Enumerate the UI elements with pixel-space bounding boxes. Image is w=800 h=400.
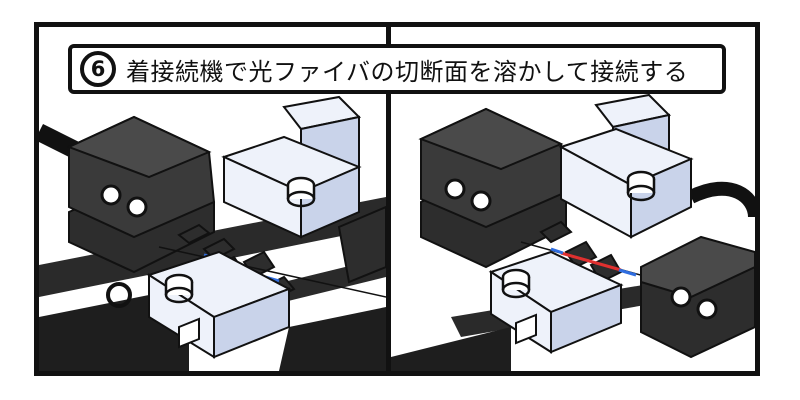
fusion-splicer-lid-icon [558, 93, 694, 239]
fiber-highlight-icon [550, 247, 564, 255]
instruction-text: 着接続機で光ファイバの切断面を溶かして接続する [126, 57, 689, 86]
fusion-splicer-lid-icon [221, 95, 362, 239]
fiber-cable-icon [687, 181, 755, 218]
fiber-holder-icon [640, 235, 755, 359]
fiber-holder-icon [418, 107, 568, 269]
step-number-badge: 6 [80, 51, 116, 87]
fiber-holder-icon [66, 115, 216, 274]
fusion-splicer-lid-icon [146, 250, 292, 359]
base-block-icon [391, 327, 511, 371]
panel-during-fusion [391, 27, 755, 371]
optical-fiber-icon [158, 246, 386, 298]
fiber-highlight-icon [618, 268, 637, 277]
fusion-splicer-lid-icon [488, 250, 624, 354]
fiber-holder-icon [337, 205, 386, 284]
splicer-before-fusion-illustration [39, 95, 386, 371]
fusion-arc-icon [560, 251, 622, 272]
splicer-during-fusion-illustration [391, 93, 755, 371]
instruction-banner: 6 着接続機で光ファイバの切断面を溶かして接続する [68, 44, 726, 94]
ring-icon [106, 282, 132, 308]
panel-before-fusion [39, 27, 386, 371]
panel-divider [386, 22, 391, 376]
base-block-icon [279, 307, 386, 371]
